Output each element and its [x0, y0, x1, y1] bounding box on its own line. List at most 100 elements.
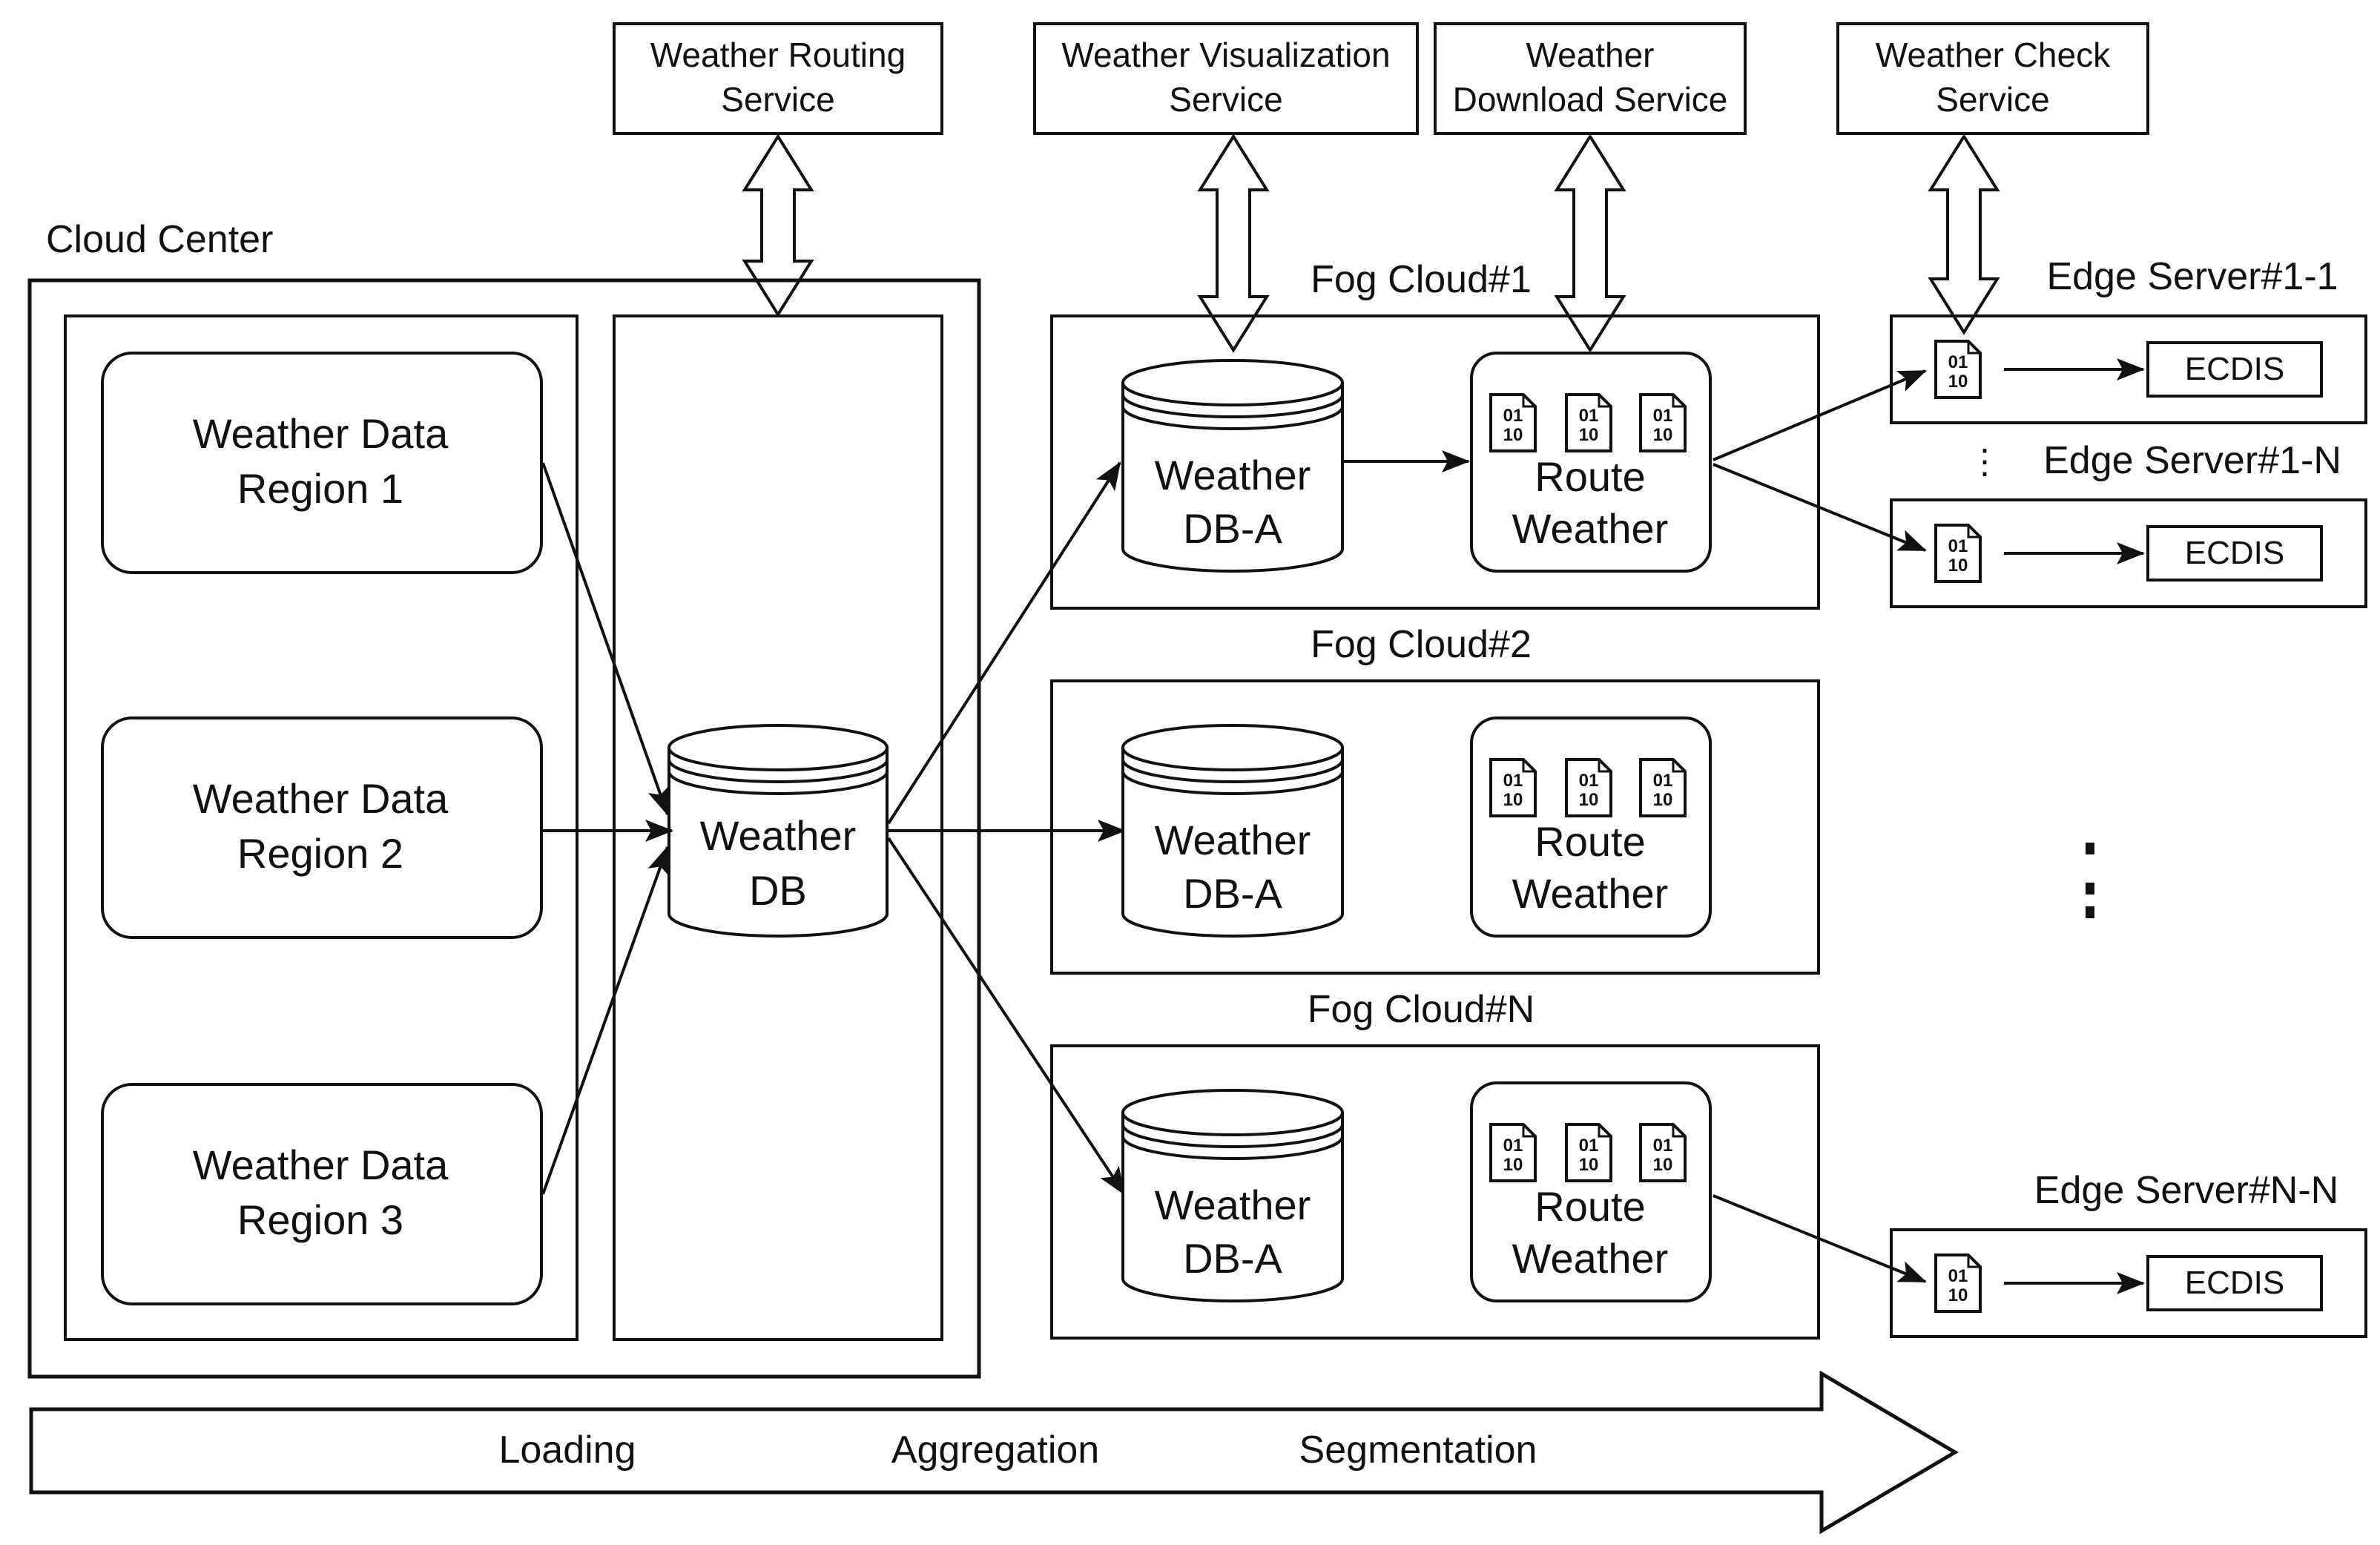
file-icon-glyph: 01	[1579, 406, 1599, 426]
arrow-region3-to-db	[541, 846, 669, 1195]
ecdis-label: ECDIS	[2185, 535, 2284, 571]
db-label: Weather	[1155, 817, 1311, 863]
service-label: Weather Check	[1876, 36, 2111, 74]
route-weather-label: Route	[1535, 818, 1645, 865]
bidirectional-arrow-download	[1554, 134, 1626, 353]
arrow-route-to-edge-1-N	[1713, 463, 1927, 552]
route-weather-label: Route	[1535, 453, 1645, 500]
arrow-route-to-edge-1-1	[1713, 369, 1927, 461]
file-icon-glyph: 01	[1653, 406, 1673, 426]
weather-routing-service-box: Weather Routing Service	[613, 22, 943, 135]
file-icon-glyph: 01	[1653, 771, 1673, 791]
arrow-db-to-fogN	[887, 837, 1126, 1196]
region-label: Region 1	[237, 465, 403, 512]
region-label: Weather Data	[193, 775, 449, 822]
region-column	[64, 314, 578, 1341]
service-label: Weather	[1526, 36, 1654, 74]
stage-loading: Loading	[498, 1429, 636, 1472]
weather-data-region-3: Weather Data Region 3	[101, 1083, 543, 1305]
route-weather-label: Weather	[1512, 870, 1669, 917]
arrow-region1-to-db	[541, 462, 670, 816]
file-icon-glyph: 10	[1653, 790, 1673, 810]
weather-data-region-2: Weather Data Region 2	[101, 717, 543, 939]
db-label: DB-A	[1183, 1235, 1282, 1282]
stage-segmentation: Segmentation	[1299, 1429, 1537, 1472]
file-icon-glyph: 10	[1653, 1155, 1673, 1175]
file-icon-glyph: 01	[1503, 406, 1523, 426]
fog-cloud-title: Fog Cloud#2	[1311, 623, 1532, 666]
file-icon-glyph: 10	[1503, 425, 1523, 445]
arrow-db-to-fog1	[887, 461, 1121, 825]
db-label: Weather	[1155, 1182, 1311, 1228]
edge-server-title: Edge Server#1-1	[2046, 255, 2338, 298]
weather-db-cylinder: Weather DB	[667, 724, 889, 938]
route-weather-label: Weather	[1512, 505, 1669, 552]
weather-check-service-box: Weather Check Service	[1836, 22, 2149, 135]
stage-aggregation: Aggregation	[891, 1429, 1099, 1472]
vertical-ellipsis	[2086, 843, 2094, 918]
db-label: DB-A	[1183, 505, 1282, 552]
route-weather-label: Route	[1535, 1183, 1645, 1230]
edge-server-title: Edge Server#N-N	[2034, 1169, 2338, 1212]
file-icon-glyph: 01	[1948, 1266, 1968, 1286]
cloud-center-title: Cloud Center	[46, 218, 273, 261]
file-icon-glyph: 10	[1579, 425, 1599, 445]
file-icon-glyph: 01	[1653, 1136, 1673, 1156]
edge-server-frame	[1890, 1228, 2367, 1338]
region-label: Weather Data	[193, 410, 449, 457]
service-label: Weather Visualization	[1061, 36, 1390, 74]
service-label: Download Service	[1453, 80, 1728, 119]
fog-cloud-2: Fog Cloud#2WeatherDB-A011001100110RouteW…	[1050, 623, 1820, 975]
ecdis-box: ECDIS	[2146, 1255, 2323, 1311]
cloud-center-frame	[27, 278, 981, 1379]
bidirectional-arrow-routing	[742, 134, 814, 317]
db-column	[613, 314, 943, 1341]
weather-data-region-1: Weather Data Region 1	[101, 352, 543, 574]
fog-cloud-layer: Fog Cloud#1WeatherDB-A011001100110RouteW…	[1050, 258, 1820, 1340]
ecdis-label: ECDIS	[2185, 351, 2284, 387]
fog-cloud-title: Fog Cloud#N	[1308, 988, 1535, 1031]
file-icon-glyph: 01	[1579, 1136, 1599, 1156]
ecdis-label: ECDIS	[2185, 1265, 2284, 1301]
bidirectional-arrow-visualization	[1197, 134, 1270, 353]
edge-server-title: Edge Server#1-N	[2043, 439, 2341, 482]
weather-download-service-box: Weather Download Service	[1434, 22, 1747, 135]
service-label: Service	[1169, 80, 1282, 119]
fog-cloud-frame	[1050, 679, 1820, 975]
file-icon-glyph: 10	[1503, 1155, 1523, 1175]
bidirectional-arrow-check	[1928, 134, 2000, 335]
fog-cloud-frame	[1050, 1044, 1820, 1340]
service-label: Weather Routing	[650, 36, 906, 74]
weather-visualization-service-box: Weather Visualization Service	[1033, 22, 1419, 135]
file-icon-glyph: 10	[1653, 425, 1673, 445]
file-icon-glyph: 01	[1948, 352, 1968, 372]
region-label: Region 2	[237, 830, 403, 877]
db-label: DB-A	[1183, 870, 1282, 917]
db-label: DB	[749, 867, 807, 914]
file-icon-glyph: 01	[1503, 771, 1523, 791]
edge-ellipsis: ⋮	[1968, 442, 2002, 481]
fog-cloud-title: Fog Cloud#1	[1311, 258, 1532, 301]
ecdis-box: ECDIS	[2146, 341, 2323, 398]
service-label: Service	[721, 80, 834, 119]
